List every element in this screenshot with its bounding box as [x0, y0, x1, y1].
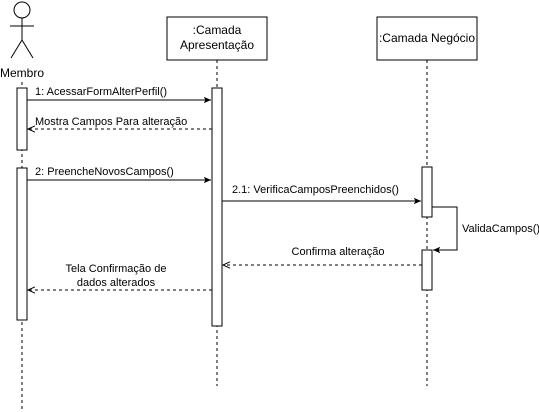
actor-head — [13, 1, 31, 19]
activation-apresentacao — [211, 87, 223, 327]
return-label-tela-confirmacao-line1: Tela Confirmação de — [66, 263, 167, 275]
return-label-tela-confirmacao-line2: dados alterados — [77, 277, 156, 289]
message-label-preenche: 2: PreencheNovosCampos() — [35, 166, 174, 178]
self-message-label-valida: ValidaCampos() — [462, 223, 539, 235]
activation-membro-2 — [16, 167, 28, 321]
actor-left-leg — [10, 39, 23, 59]
activation-negocio-2 — [421, 249, 433, 291]
participant-label-line1: :Camada — [193, 23, 242, 37]
return-label-confirma: Confirma alteração — [292, 246, 385, 258]
participant-box — [166, 16, 268, 61]
participant-label: :Camada Negócio — [379, 31, 475, 45]
participant-label-line2: Apresentação — [180, 38, 254, 52]
self-message-arrow-valida — [432, 206, 458, 254]
activation-negocio-1 — [421, 166, 433, 218]
return-label-mostra-campos: Mostra Campos Para alteração — [35, 116, 187, 128]
activation-membro-1 — [16, 87, 28, 151]
actor-label: Membro — [0, 66, 44, 80]
participant-camada-apresentacao: :Camada Apresentação — [166, 16, 268, 61]
participant-camada-negocio: :Camada Negócio — [376, 16, 478, 61]
message-label-acessar: 1: AcessarFormAlterPerfil() — [35, 86, 167, 98]
actor-membro: Membro — [0, 1, 44, 80]
participant-box — [376, 16, 478, 61]
message-label-verifica: 2.1: VerificaCamposPreenchidos() — [232, 184, 399, 196]
actor-right-leg — [21, 39, 34, 59]
